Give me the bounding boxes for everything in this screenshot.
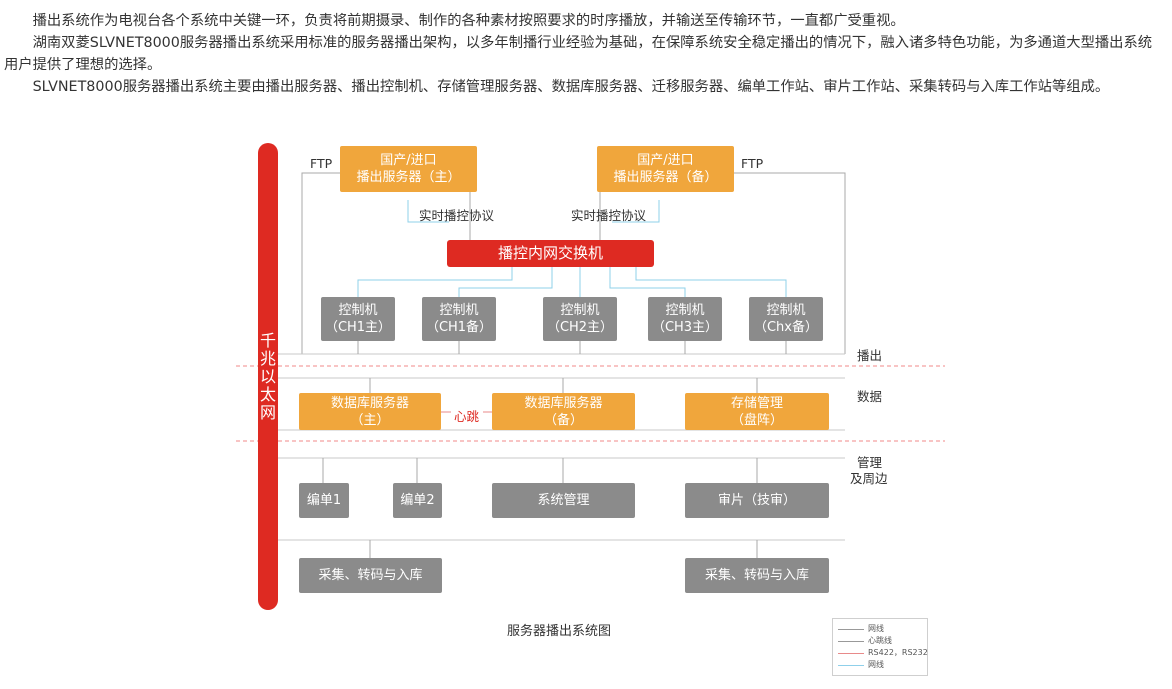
system-management-workstation: 系统管理: [492, 483, 635, 518]
database-server-main: 数据库服务器 （主）: [299, 393, 441, 430]
controller-chx-backup: 控制机 （Chx备）: [749, 297, 823, 341]
broadcast-server-main: 国产/进口 播出服务器（主）: [340, 146, 477, 192]
legend-item: RS422，RS232: [833, 647, 929, 659]
zone-label-data: 数据: [857, 389, 883, 404]
intro-paragraph-3: SLVNET8000服务器播出系统主要由播出服务器、播出控制机、存储管理服务器、…: [32, 79, 1110, 95]
legend-item: 网线: [833, 623, 929, 635]
intro-paragraph-1: 播出系统作为电视台各个系统中关键一环，负责将前期摄录、制作的各种素材按照要求的时…: [32, 13, 905, 29]
review-workstation: 审片（技审）: [685, 483, 829, 518]
capture-workstation-right: 采集、转码与入库: [685, 558, 829, 593]
legend-label: RS422，RS232: [868, 648, 928, 657]
ftp-link-left: [301, 172, 340, 354]
legend: 网线 心跳线 RS422，RS232 网线: [832, 618, 928, 676]
database-server-backup: 数据库服务器 （备）: [492, 393, 635, 430]
controller-ch3-main: 控制机 （CH3主）: [648, 297, 722, 341]
protocol-link-right: [612, 200, 660, 223]
zone-label-mgmt-line2: 及周边: [850, 471, 888, 486]
intro-paragraph-2: 湖南双菱SLVNET8000服务器播出系统采用标准的服务器播出架构，以多年制播行…: [4, 35, 1153, 73]
controller-ch1-main: 控制机 （CH1主）: [321, 297, 395, 341]
switch-link-chx: [635, 267, 787, 297]
legend-item: 网线: [833, 659, 929, 671]
protocol-link-left: [407, 200, 449, 223]
legend-swatch: [838, 653, 864, 654]
switch-link-ch3: [609, 267, 686, 297]
edit-workstation-1: 编单1: [299, 483, 349, 518]
legend-label: 网线: [868, 660, 884, 669]
legend-item: 心跳线: [833, 635, 929, 647]
legend-swatch: [838, 665, 864, 666]
zone-label-mgmt-line1: 管理: [857, 455, 883, 470]
intro-text: 播出系统作为电视台各个系统中关键一环，负责将前期摄录、制作的各种素材按照要求的时…: [4, 10, 1160, 98]
legend-label: 心跳线: [868, 636, 892, 645]
ftp-link-right: [734, 172, 846, 354]
edit-workstation-2: 编单2: [393, 483, 442, 518]
broadcast-server-backup: 国产/进口 播出服务器（备）: [597, 146, 734, 192]
switch-bus-upper: [357, 267, 513, 297]
controller-ch1-backup: 控制机 （CH1备）: [422, 297, 496, 341]
protocol-label-right: 实时播控协议: [571, 208, 647, 223]
switch-bus-lower: [458, 267, 553, 297]
legend-swatch: [838, 629, 864, 630]
controller-ch2-main: 控制机 （CH2主）: [543, 297, 617, 341]
diagram-caption: 服务器播出系统图: [507, 624, 612, 639]
capture-workstation-left: 采集、转码与入库: [299, 558, 442, 593]
legend-swatch: [838, 641, 864, 642]
storage-management-server: 存储管理 （盘阵）: [685, 393, 829, 430]
protocol-label-left: 实时播控协议: [419, 208, 495, 223]
zone-label-broadcast: 播出: [857, 348, 883, 363]
gigabit-ethernet-bus: 千兆以太网: [258, 143, 278, 610]
control-network-switch: 播控内网交换机: [447, 240, 654, 267]
ftp-label-left: FTP: [310, 156, 333, 171]
heartbeat-label: 心跳: [454, 409, 480, 424]
ftp-label-right: FTP: [741, 156, 764, 171]
legend-label: 网线: [868, 624, 884, 633]
